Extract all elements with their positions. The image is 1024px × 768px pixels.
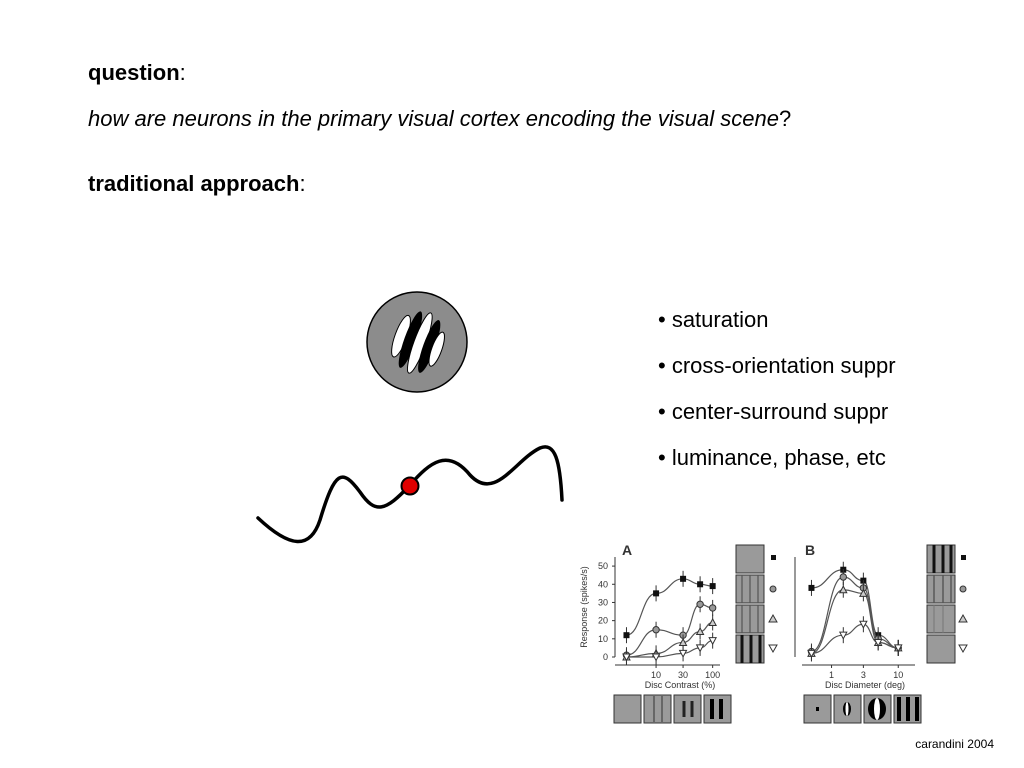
- x-axis-label: Disc Contrast (%): [645, 680, 716, 690]
- question-colon: :: [180, 60, 186, 85]
- data-point: [709, 605, 715, 611]
- list-item: • luminance, phase, etc: [658, 444, 896, 490]
- response-landscape: [250, 440, 580, 555]
- data-point: [697, 581, 703, 587]
- contrast-thumbnails: [614, 695, 731, 723]
- data-point: [623, 632, 629, 638]
- panel-label-b: B: [805, 542, 815, 558]
- data-point: [840, 574, 846, 580]
- x-axis-label-b: Disc Diameter (deg): [825, 680, 905, 690]
- data-point: [710, 583, 716, 589]
- x-tick-label: 30: [678, 670, 688, 680]
- list-item: • center-surround suppr: [658, 398, 896, 444]
- gabor-stimulus: [360, 285, 475, 400]
- current-state-marker: [402, 478, 419, 495]
- x-tick-label: 10: [893, 670, 903, 680]
- nonlinearity-list: • saturation • cross-orientation suppr •…: [658, 306, 896, 490]
- plot-b-marks: 1 3 10: [808, 562, 903, 680]
- list-item: • saturation: [658, 306, 896, 352]
- diameter-thumbnails: [804, 695, 921, 723]
- approach-label: traditional approach: [88, 171, 299, 196]
- y-tick-label: 30: [598, 597, 608, 607]
- question-heading: question:: [88, 60, 186, 86]
- x-tick-label: 1: [829, 670, 834, 680]
- fit-curve: [811, 570, 898, 648]
- x-tick-label: 100: [705, 670, 720, 680]
- y-tick-label: 40: [598, 579, 608, 589]
- approach-colon: :: [299, 171, 305, 196]
- data-point: [808, 585, 814, 591]
- panel-label-a: A: [622, 542, 632, 558]
- question-mark: ?: [779, 106, 791, 131]
- question-body: how are neurons in the primary visual co…: [88, 106, 779, 131]
- question-label: question: [88, 60, 180, 85]
- data-point: [680, 576, 686, 582]
- x-tick-label: 10: [651, 670, 661, 680]
- y-tick-label: 10: [598, 634, 608, 644]
- approach-heading: traditional approach:: [88, 171, 306, 197]
- y-tick-label: 20: [598, 616, 608, 626]
- data-point: [709, 619, 716, 626]
- stimulus-thumbnails-b: [927, 545, 967, 663]
- stimulus-thumbnails-a: [736, 545, 777, 663]
- y-axis-label: Response (spikes/s): [579, 566, 589, 648]
- y-tick-label: 0: [603, 652, 608, 662]
- data-point: [653, 590, 659, 596]
- citation: carandini 2004: [915, 737, 994, 751]
- x-tick-label: 3: [861, 670, 866, 680]
- y-tick-label: 50: [598, 561, 608, 571]
- fit-curve: [811, 577, 898, 652]
- question-text: how are neurons in the primary visual co…: [88, 106, 791, 132]
- data-point: [697, 601, 703, 607]
- data-point: [653, 627, 659, 633]
- list-item: • cross-orientation suppr: [658, 352, 896, 398]
- plot-a-marks: 0 10 20 30 40 50 10 30 100: [598, 561, 720, 680]
